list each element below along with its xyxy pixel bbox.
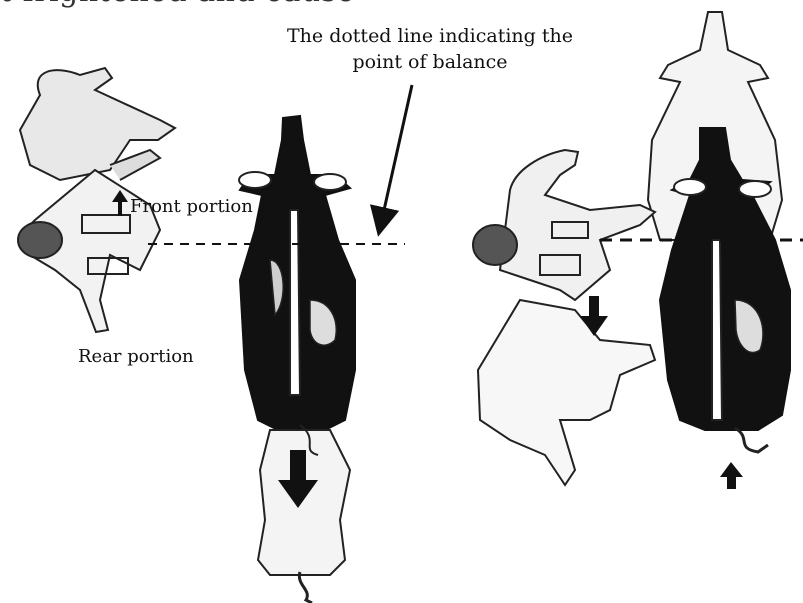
left-cow-top-view — [239, 116, 355, 603]
right-cow-top-view — [648, 12, 790, 452]
front-portion-label: Front portion — [130, 196, 253, 217]
rear-portion-label: Rear portion — [78, 346, 194, 367]
balance-line-label-1: The dotted line indicating the — [287, 25, 573, 47]
right-handler-figure — [473, 150, 655, 485]
right-up-arrow — [720, 462, 743, 489]
balance-line-label-2: point of balance — [352, 51, 507, 73]
balance-pointer-arrow — [380, 85, 412, 228]
